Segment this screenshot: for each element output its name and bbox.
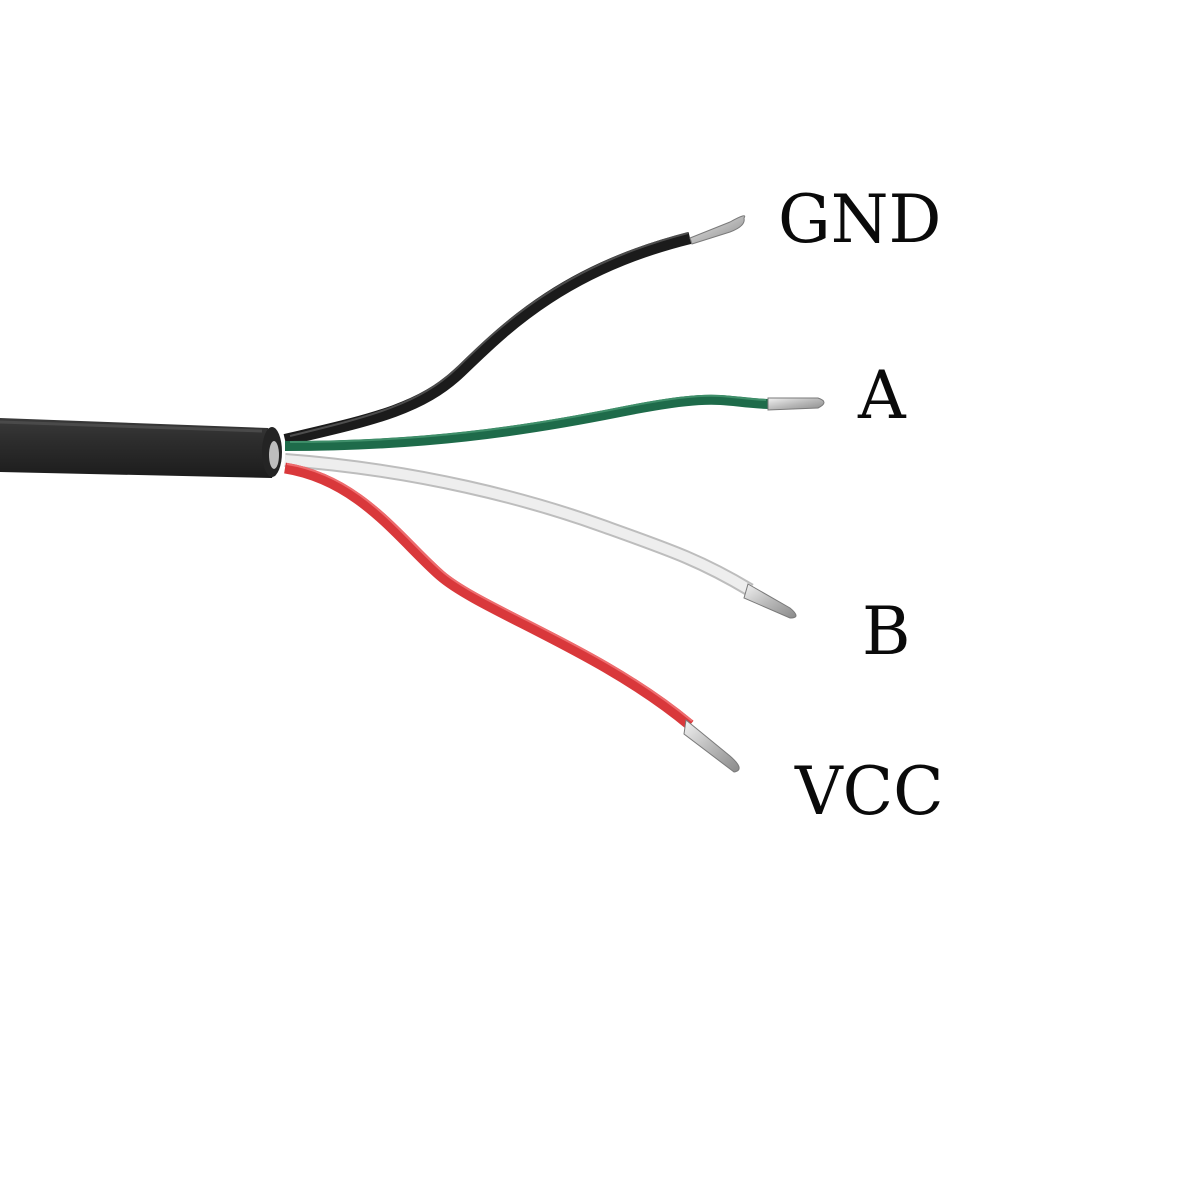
cable-jacket [0,418,282,478]
b-conductor [743,583,797,619]
gnd-conductor [689,215,746,245]
b-label: B [862,593,911,670]
vcc-wire [284,462,740,773]
b-wire [284,453,797,619]
gnd-wire [283,215,746,446]
a-conductor [767,397,825,411]
gnd-label: GND [778,181,941,258]
vcc-conductor [683,719,740,773]
a-label: A [857,357,907,434]
vcc-label: VCC [794,753,944,830]
a-wire [284,394,825,451]
